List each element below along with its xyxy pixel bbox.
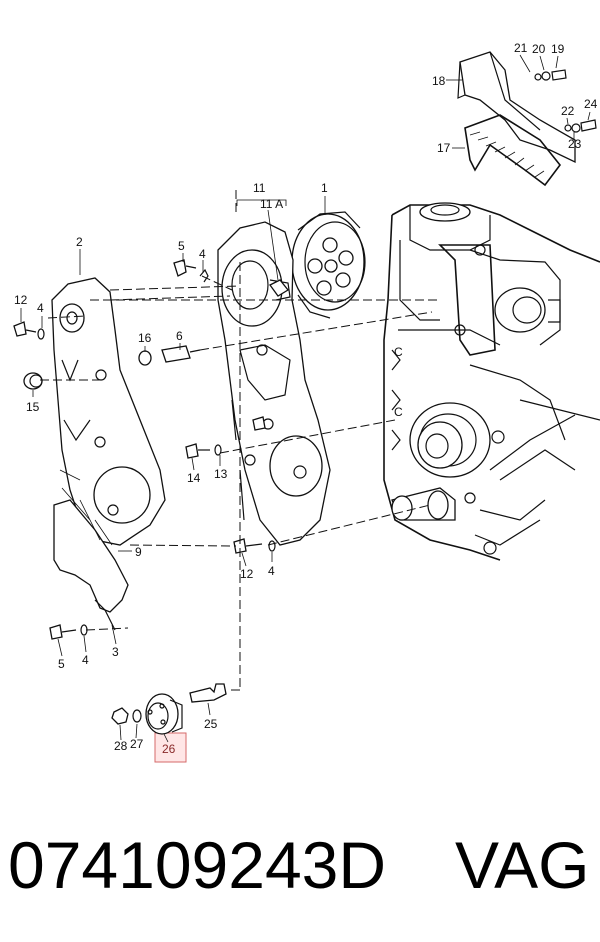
callout-6: 6 [176,329,183,343]
callout-3: 3 [112,645,119,659]
callout-25: 25 [204,717,218,731]
callout-12: 12 [240,567,254,581]
part-caption: 074109243D VAG [0,820,600,930]
callout-4: 4 [37,301,44,315]
callout-26: 26 [162,742,176,756]
camshaft-sprocket [291,211,366,319]
engine-block: C C [383,202,600,561]
callout-11a: 11 A [260,197,283,211]
callout-2: 2 [76,235,83,249]
outer-timing-cover [51,277,166,546]
callout-14: 14 [187,471,201,485]
part-number: 074109243D [8,828,387,902]
fasteners [13,259,289,725]
callout-22: 22 [561,104,575,118]
lower-timing-cover [53,469,129,631]
callout-17: 17 [437,141,451,155]
callout-21: 21 [514,41,528,55]
callout-5: 5 [58,657,65,671]
callout-12: 12 [14,293,28,307]
callout-28: 28 [114,739,128,753]
leader-lines [20,54,591,743]
callout-24: 24 [584,97,598,111]
callout-11: 11 [253,181,266,195]
highlight-box-26 [154,732,187,763]
brand-label: VAG [455,828,590,902]
callout-9: 9 [135,545,142,559]
callout-4: 4 [82,653,89,667]
callout-23: 23 [568,137,582,151]
assembly-lines [40,190,440,691]
svg-text:C: C [394,345,403,359]
callout-4: 4 [199,247,206,261]
callout-labels: 1 2 3 4 4 4 4 5 5 6 9 11 11 A 12 12 13 1… [14,41,598,756]
callout-20: 20 [532,42,546,56]
upper-belt-guard [457,51,597,187]
exploded-parts-diagram: C C [13,41,600,763]
inner-timing-cover [217,221,331,546]
callout-4: 4 [268,564,275,578]
callout-16: 16 [138,331,152,345]
callout-5: 5 [178,239,185,253]
callout-1: 1 [321,181,328,195]
callout-27: 27 [130,737,144,751]
callout-19: 19 [551,42,565,56]
svg-text:C: C [394,405,403,419]
callout-13: 13 [214,467,228,481]
callout-15: 15 [26,400,40,414]
callout-18: 18 [432,74,446,88]
tensioner-roller [145,693,183,735]
toothed-belt-upper [464,114,562,187]
pump-sprocket [417,421,463,469]
